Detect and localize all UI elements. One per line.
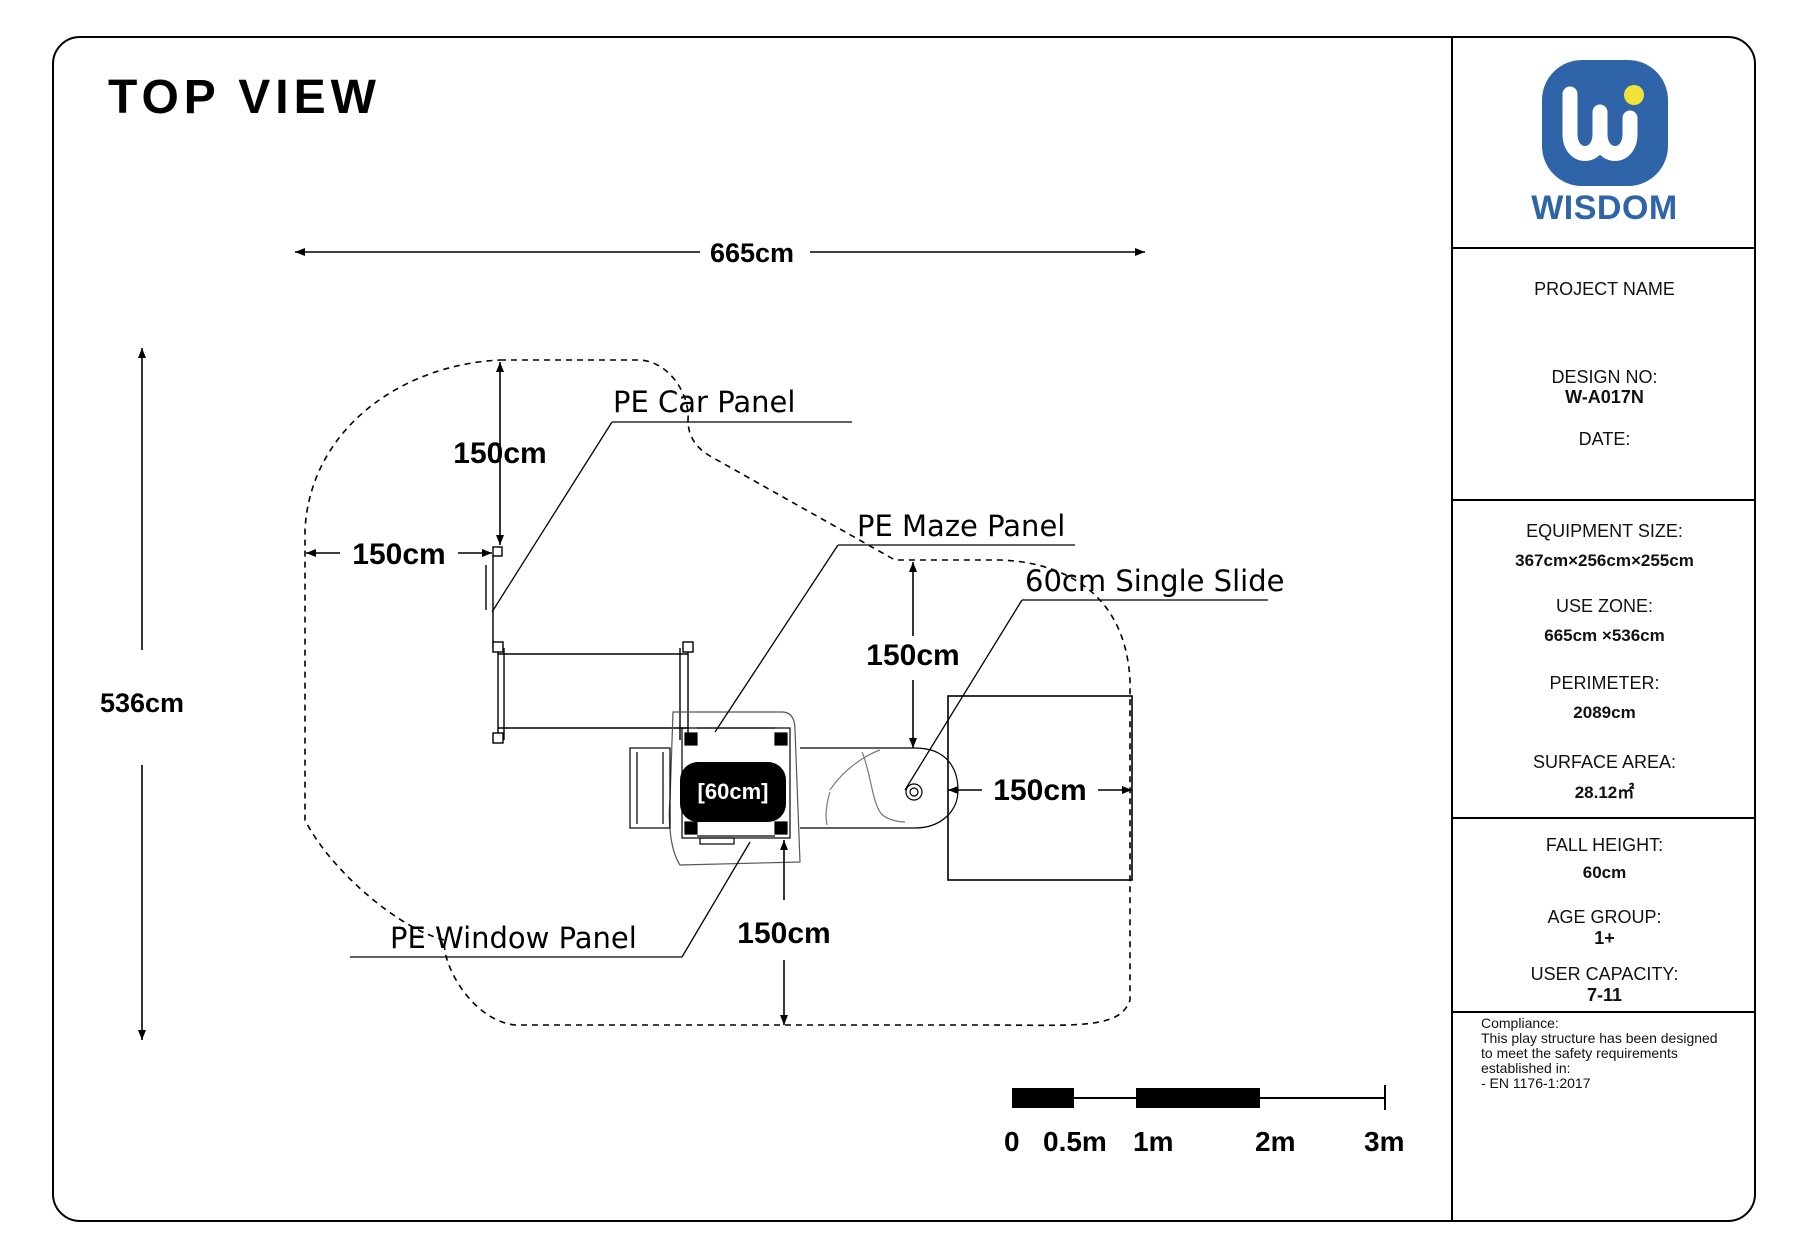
brand-name: WISDOM	[1531, 189, 1678, 227]
date-label: DATE:	[1578, 429, 1631, 449]
design-no-value: W-A017N	[1565, 387, 1644, 407]
play-structure	[629, 711, 801, 866]
label-single-slide: 60cm Single Slide	[1025, 564, 1284, 598]
dim-clearance-top-label: 150cm	[453, 437, 546, 470]
compliance-line: - EN 1176-1:2017	[1481, 1075, 1591, 1091]
use-zone-boundary	[304, 359, 1131, 1027]
dimension-lines	[138, 248, 1145, 1040]
usage-section: FALL HEIGHT: 60cm AGE GROUP: 1+ USER CAP…	[1453, 819, 1756, 1013]
label-window-panel: PE Window Panel	[390, 921, 637, 955]
user-capacity-label: USER CAPACITY:	[1530, 964, 1679, 984]
dim-clearance-mid-label: 150cm	[866, 639, 959, 672]
compliance-line: This play structure has been designed	[1481, 1030, 1718, 1046]
title-block: WISDOM PROJECT NAME DESIGN NO: W-A017N D…	[1451, 36, 1756, 1222]
size-section: EQUIPMENT SIZE: 367cm×256cm×255cm USE ZO…	[1453, 501, 1756, 819]
dim-clearance-bottom-label: 150cm	[737, 917, 830, 950]
equipment-size-value: 367cm×256cm×255cm	[1515, 551, 1694, 570]
compliance-note: Compliance: This play structure has been…	[1481, 1016, 1751, 1091]
deck-height-label: [60cm]	[698, 779, 769, 804]
scale-label-1: 1m	[1133, 1126, 1173, 1157]
project-name-label: PROJECT NAME	[1534, 279, 1675, 299]
scale-label-2: 2m	[1255, 1126, 1295, 1157]
age-group-label: AGE GROUP:	[1547, 907, 1662, 927]
equipment-size-label: EQUIPMENT SIZE:	[1526, 521, 1683, 541]
use-zone-label: USE ZONE:	[1555, 596, 1653, 616]
use-zone-value: 665cm ×536cm	[1544, 626, 1665, 645]
scale-label-0: 0	[1004, 1126, 1020, 1157]
label-car-panel: PE Car Panel	[613, 385, 795, 419]
fall-height-value: 60cm	[1582, 863, 1627, 882]
project-section: PROJECT NAME DESIGN NO: W-A017N DATE:	[1453, 249, 1756, 501]
scale-bar	[1012, 1085, 1386, 1110]
dim-width-label: 665cm	[710, 238, 794, 268]
dim-clearance-left-label: 150cm	[352, 538, 445, 571]
wisdom-logo-icon	[1542, 60, 1668, 186]
label-maze-panel: PE Maze Panel	[857, 509, 1065, 543]
surface-area-value: 28.12㎡	[1574, 783, 1635, 802]
dim-height-label: 536cm	[100, 688, 184, 718]
perimeter-value: 2089cm	[1573, 703, 1636, 722]
drawing-frame	[52, 36, 1756, 1222]
design-no-label: DESIGN NO:	[1551, 367, 1658, 387]
scale-label-05: 0.5m	[1043, 1126, 1107, 1157]
compliance-line: established in:	[1481, 1060, 1571, 1076]
fall-height-label: FALL HEIGHT:	[1545, 835, 1664, 855]
dim-clearance-slide-label: 150cm	[993, 774, 1086, 807]
compliance-line: to meet the safety requirements	[1481, 1045, 1678, 1061]
compliance-heading: Compliance:	[1481, 1015, 1559, 1031]
deck-height-badge	[680, 762, 786, 822]
logo-section: WISDOM	[1453, 36, 1756, 249]
page-title: TOP VIEW	[108, 71, 381, 124]
user-capacity-value: 7-11	[1586, 985, 1623, 1005]
scale-label-3: 3m	[1364, 1126, 1404, 1157]
perimeter-label: PERIMETER:	[1549, 673, 1660, 693]
leader-lines	[350, 421, 1268, 958]
age-group-value: 1+	[1594, 928, 1615, 948]
surface-area-label: SURFACE AREA:	[1532, 752, 1677, 772]
car-panel-frame	[485, 546, 694, 744]
